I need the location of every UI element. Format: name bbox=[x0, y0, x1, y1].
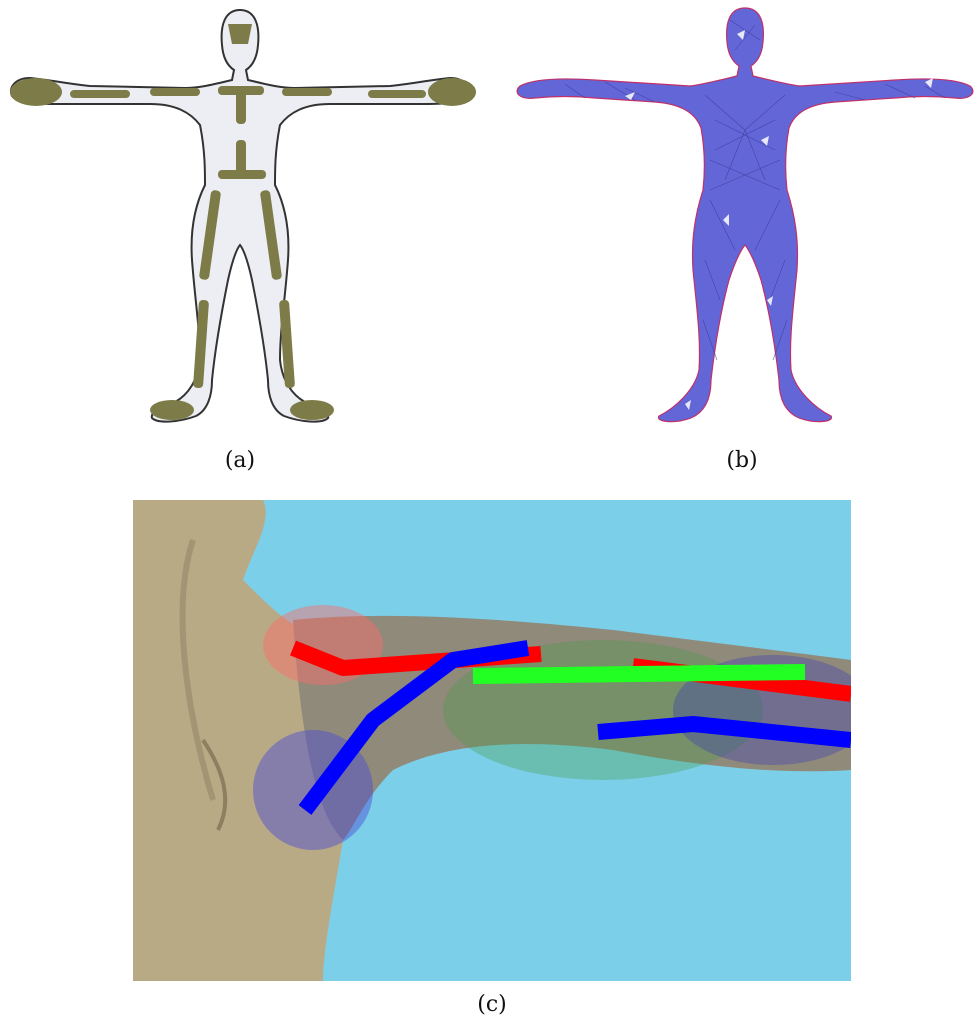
panel-b-mesh-figure bbox=[505, 0, 977, 440]
caption-c: (c) bbox=[462, 992, 522, 1017]
panel-a-skeleton-figure bbox=[0, 0, 490, 440]
body-silhouette bbox=[11, 10, 469, 422]
mesh-silhouette bbox=[517, 8, 973, 422]
caption-a: (a) bbox=[210, 448, 270, 473]
arm-skinning-icon bbox=[133, 500, 851, 981]
panel-c-arm-skinning bbox=[133, 500, 851, 981]
skeleton-figure-icon bbox=[0, 0, 490, 440]
caption-b: (b) bbox=[712, 448, 772, 473]
mesh-figure-icon bbox=[505, 0, 977, 440]
